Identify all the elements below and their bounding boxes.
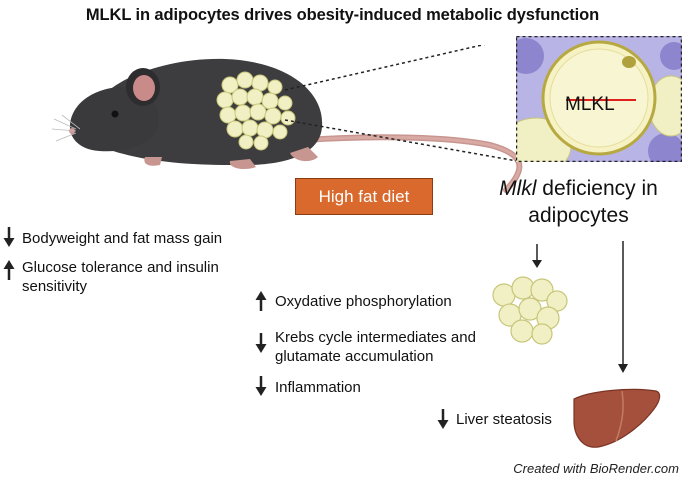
krebs-text-line1: Krebs cycle intermediates and <box>275 329 476 346</box>
biorender-credit: Created with BioRender.com <box>513 461 679 476</box>
mlkl-deficiency-line2: adipocytes <box>528 204 629 227</box>
adipocyte-cluster <box>492 276 568 345</box>
up-arrow-icon <box>255 291 267 311</box>
bodyweight-text: Bodyweight and fat mass gain <box>22 230 223 247</box>
high-fat-diet-box: High fat diet <box>295 178 433 215</box>
liver-steatosis-text: Liver steatosis <box>456 411 552 428</box>
krebs-text-line2: glutamate accumulation <box>275 348 434 365</box>
diet-label: High fat diet <box>318 186 410 206</box>
inflammation-text: Inflammation <box>275 379 361 396</box>
flow-arrows <box>532 241 628 373</box>
liver-illustration <box>573 388 661 448</box>
glucose-text-line1: Glucose tolerance and insulin <box>22 259 219 276</box>
mlkl-deficiency-line1: Mlkl deficiency in <box>476 175 681 202</box>
down-arrow-icon <box>437 409 449 429</box>
figure-title: MLKL in adipocytes drives obesity-induce… <box>85 6 600 24</box>
adipocyte-inset <box>516 36 682 162</box>
mlkl-deficiency-heading: Mlkl deficiency in adipocytes <box>476 175 681 229</box>
mlkl-protein-label: MLKL <box>565 94 615 115</box>
glucose-text-line2: sensitivity <box>22 278 88 295</box>
oxphos-text: Oxydative phosphorylation <box>275 293 452 310</box>
gene-name: Mlkl <box>499 177 537 200</box>
deficiency-text: deficiency in <box>536 177 658 200</box>
up-arrow-icon <box>3 260 15 280</box>
down-arrow-icon <box>255 333 267 353</box>
down-arrow-icon <box>255 376 267 396</box>
down-arrow-icon <box>3 227 15 247</box>
mouse-illustration <box>51 45 523 193</box>
